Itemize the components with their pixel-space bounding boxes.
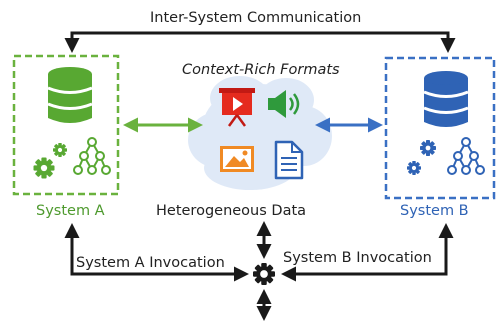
system-b-invocation-arrow (281, 223, 454, 282)
context-rich-formats-label: Context-Rich Formats (182, 62, 340, 78)
cloud-shape (188, 76, 332, 190)
image-icon (220, 146, 254, 172)
gears-b-icon (407, 140, 436, 175)
document-icon (274, 140, 304, 180)
presentation-icon (219, 88, 255, 127)
inter-system-communication-label: Inter-System Communication (150, 10, 362, 26)
system-a-invocation-arrow (64, 223, 249, 282)
inter-system-arrow (64, 31, 456, 53)
hub-gear-icon (253, 263, 275, 285)
speaker-icon (268, 90, 300, 118)
network-a-icon (73, 137, 111, 175)
system-b-invocation-label: System B Invocation (283, 250, 432, 266)
heterogeneous-data-label: Heterogeneous Data (156, 203, 307, 219)
gears-a-icon (33, 143, 67, 179)
database-b-icon (423, 71, 469, 127)
system-a-invocation-label: System A Invocation (76, 255, 225, 271)
system-b-label: System B (400, 203, 469, 219)
system-b-box (384, 56, 496, 200)
network-b-icon (447, 137, 485, 175)
system-a-label: System A (36, 203, 105, 219)
database-a-icon (47, 67, 93, 123)
